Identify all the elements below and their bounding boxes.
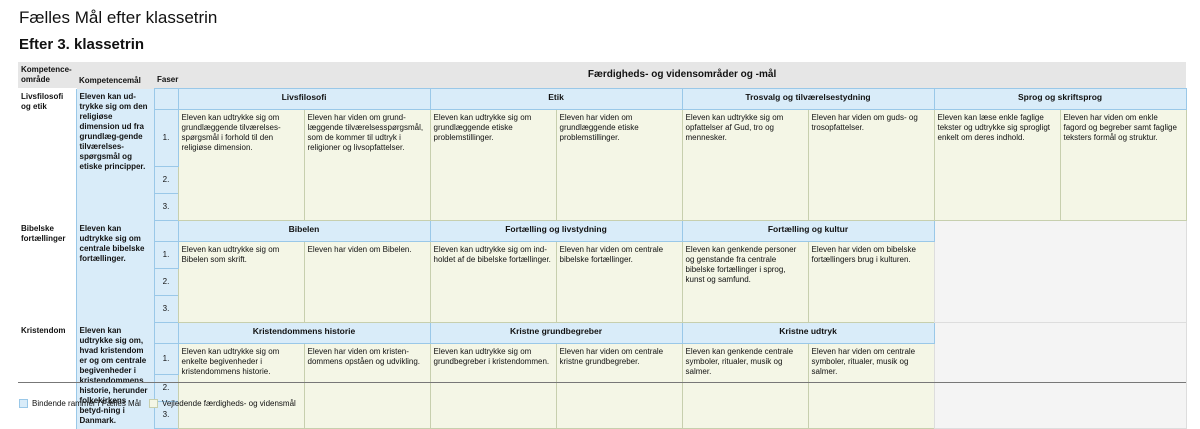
kompetencemaal-cell: Eleven kan udtrykke sig om centrale bibe…	[75, 220, 155, 323]
fase-number: 3.	[153, 193, 179, 221]
table-row: 1.Eleven kan udtrykke sig om Bibelen som…	[18, 241, 1186, 323]
page-title: Fælles Mål efter klassetrin	[19, 8, 218, 27]
empty-cell	[933, 220, 1187, 323]
faerdighedsmaal-cell: Eleven kan udtrykke sig om enkelte begiv…	[177, 343, 305, 429]
area-heading: Etik	[429, 88, 683, 110]
fase-number: 1.	[153, 343, 179, 375]
fase-number: 2.	[153, 268, 179, 296]
vidensmaal-cell: Eleven har viden om centrale kristne gru…	[555, 343, 683, 429]
area-heading: Kristne grundbegreber	[429, 322, 683, 344]
table-bottom-rule	[18, 382, 1186, 383]
table-row: 3.	[18, 193, 1186, 221]
vidensmaal-cell: Eleven har viden om Bibelen.	[303, 241, 431, 323]
kompetenceomraade-cell: Kristendom	[18, 322, 76, 429]
table-header: Kompetence-område Kompetencemål Faser Fæ…	[18, 62, 1187, 89]
fase-number: 2.	[153, 166, 179, 194]
faerdighedsmaal-cell: Eleven kan udtrykke sig om ind-holdet af…	[429, 241, 557, 323]
vidensmaal-cell: Eleven har viden om centrale bibelske fo…	[555, 241, 683, 323]
area-heading: Fortælling og kultur	[681, 220, 935, 242]
area-heading: Trosvalg og tilværelsestydning	[681, 88, 935, 110]
kompetenceomraade-cell: Bibelske fortællinger	[18, 220, 76, 323]
vidensmaal-cell: Eleven har viden om grund-læggende tilvæ…	[303, 109, 431, 221]
fase-number: 1.	[153, 241, 179, 269]
legend: Bindende rammer i Fælles Mål Vejledende …	[19, 399, 296, 408]
kompetencemaal-cell: Eleven kan ud-trykke sig om den religiøs…	[75, 88, 155, 221]
faerdighedsmaal-cell: Eleven kan genkende personer og genstand…	[681, 241, 809, 323]
area-heading: Sprog og skriftsprog	[933, 88, 1187, 110]
vidensmaal-cell: Eleven har viden om bibelske fortællinge…	[807, 241, 935, 323]
faerdighedsmaal-cell: Eleven kan udtrykke sig om Bibelen som s…	[177, 241, 305, 323]
area-heading: Kristendommens historie	[177, 322, 431, 344]
faerdighedsmaal-cell: Eleven kan udtrykke sig om grundlæggende…	[429, 109, 557, 221]
area-heading: Bibelen	[177, 220, 431, 242]
faerdighedsmaal-cell: Eleven kan udtrykke sig om grundlæggende…	[177, 109, 305, 221]
fase-header-cell	[153, 220, 179, 242]
header-kompetencemaal: Kompetencemål	[76, 62, 154, 89]
faerdighedsmaal-cell: Eleven kan udtrykke sig om grundbegreber…	[429, 343, 557, 429]
vidensmaal-cell: Eleven har viden om kristen-dommens opst…	[303, 343, 431, 429]
legend-label-vejledende: Vejledende færdigheds- og vidensmål	[161, 399, 296, 408]
competence-table: Kompetence-område Kompetencemål Faser Fæ…	[18, 62, 1187, 429]
page-subtitle: Efter 3. klassetrin	[19, 36, 145, 53]
legend-label-bindende: Bindende rammer i Fælles Mål	[32, 399, 141, 408]
header-faerdigheder: Færdigheds- og vidensområder og -mål	[178, 62, 1187, 89]
faerdighedsmaal-cell: Eleven kan læse enkle faglige tekster og…	[933, 109, 1061, 221]
fase-header-cell	[153, 88, 179, 110]
area-heading: Fortælling og livstydning	[429, 220, 683, 242]
table-row: 2.	[18, 268, 1186, 296]
legend-swatch-vejledende	[148, 399, 158, 408]
faerdighedsmaal-cell: Eleven kan udtrykke sig om opfattelser a…	[681, 109, 809, 221]
empty-cell	[933, 322, 1187, 429]
fase-number: 3.	[153, 295, 179, 323]
vidensmaal-cell: Eleven har viden om guds- og trosopfatte…	[807, 109, 935, 221]
vidensmaal-cell: Eleven har viden om centrale symboler, r…	[807, 343, 935, 429]
area-heading: Kristne udtryk	[681, 322, 935, 344]
table-row: 2.	[18, 166, 1186, 194]
table-row: 1.Eleven kan udtrykke sig om grundlæggen…	[18, 109, 1187, 221]
fase-number: 1.	[153, 109, 179, 167]
area-heading: Livsfilosofi	[177, 88, 431, 110]
header-faser: Faser	[154, 62, 178, 89]
page: Fælles Mål efter klassetrin Efter 3. kla…	[18, 8, 1187, 429]
fase-header-cell	[153, 322, 179, 344]
vidensmaal-cell: Eleven har viden om enkle fagord og begr…	[1059, 109, 1187, 221]
faerdighedsmaal-cell: Eleven kan genkende centrale symboler, r…	[681, 343, 809, 429]
legend-swatch-bindende	[19, 399, 28, 408]
table-row: 3.	[18, 295, 1186, 323]
kompetencemaal-cell: Eleven kan udtrykke sig om, hvad kristen…	[75, 322, 155, 429]
fase-number: 2.	[153, 374, 179, 402]
kompetenceomraade-cell: Livsfilosofi og etik	[18, 88, 76, 221]
vidensmaal-cell: Eleven har viden om grundlæggende etiske…	[555, 109, 683, 221]
header-kompetenceomraade: Kompetence-område	[18, 62, 76, 89]
